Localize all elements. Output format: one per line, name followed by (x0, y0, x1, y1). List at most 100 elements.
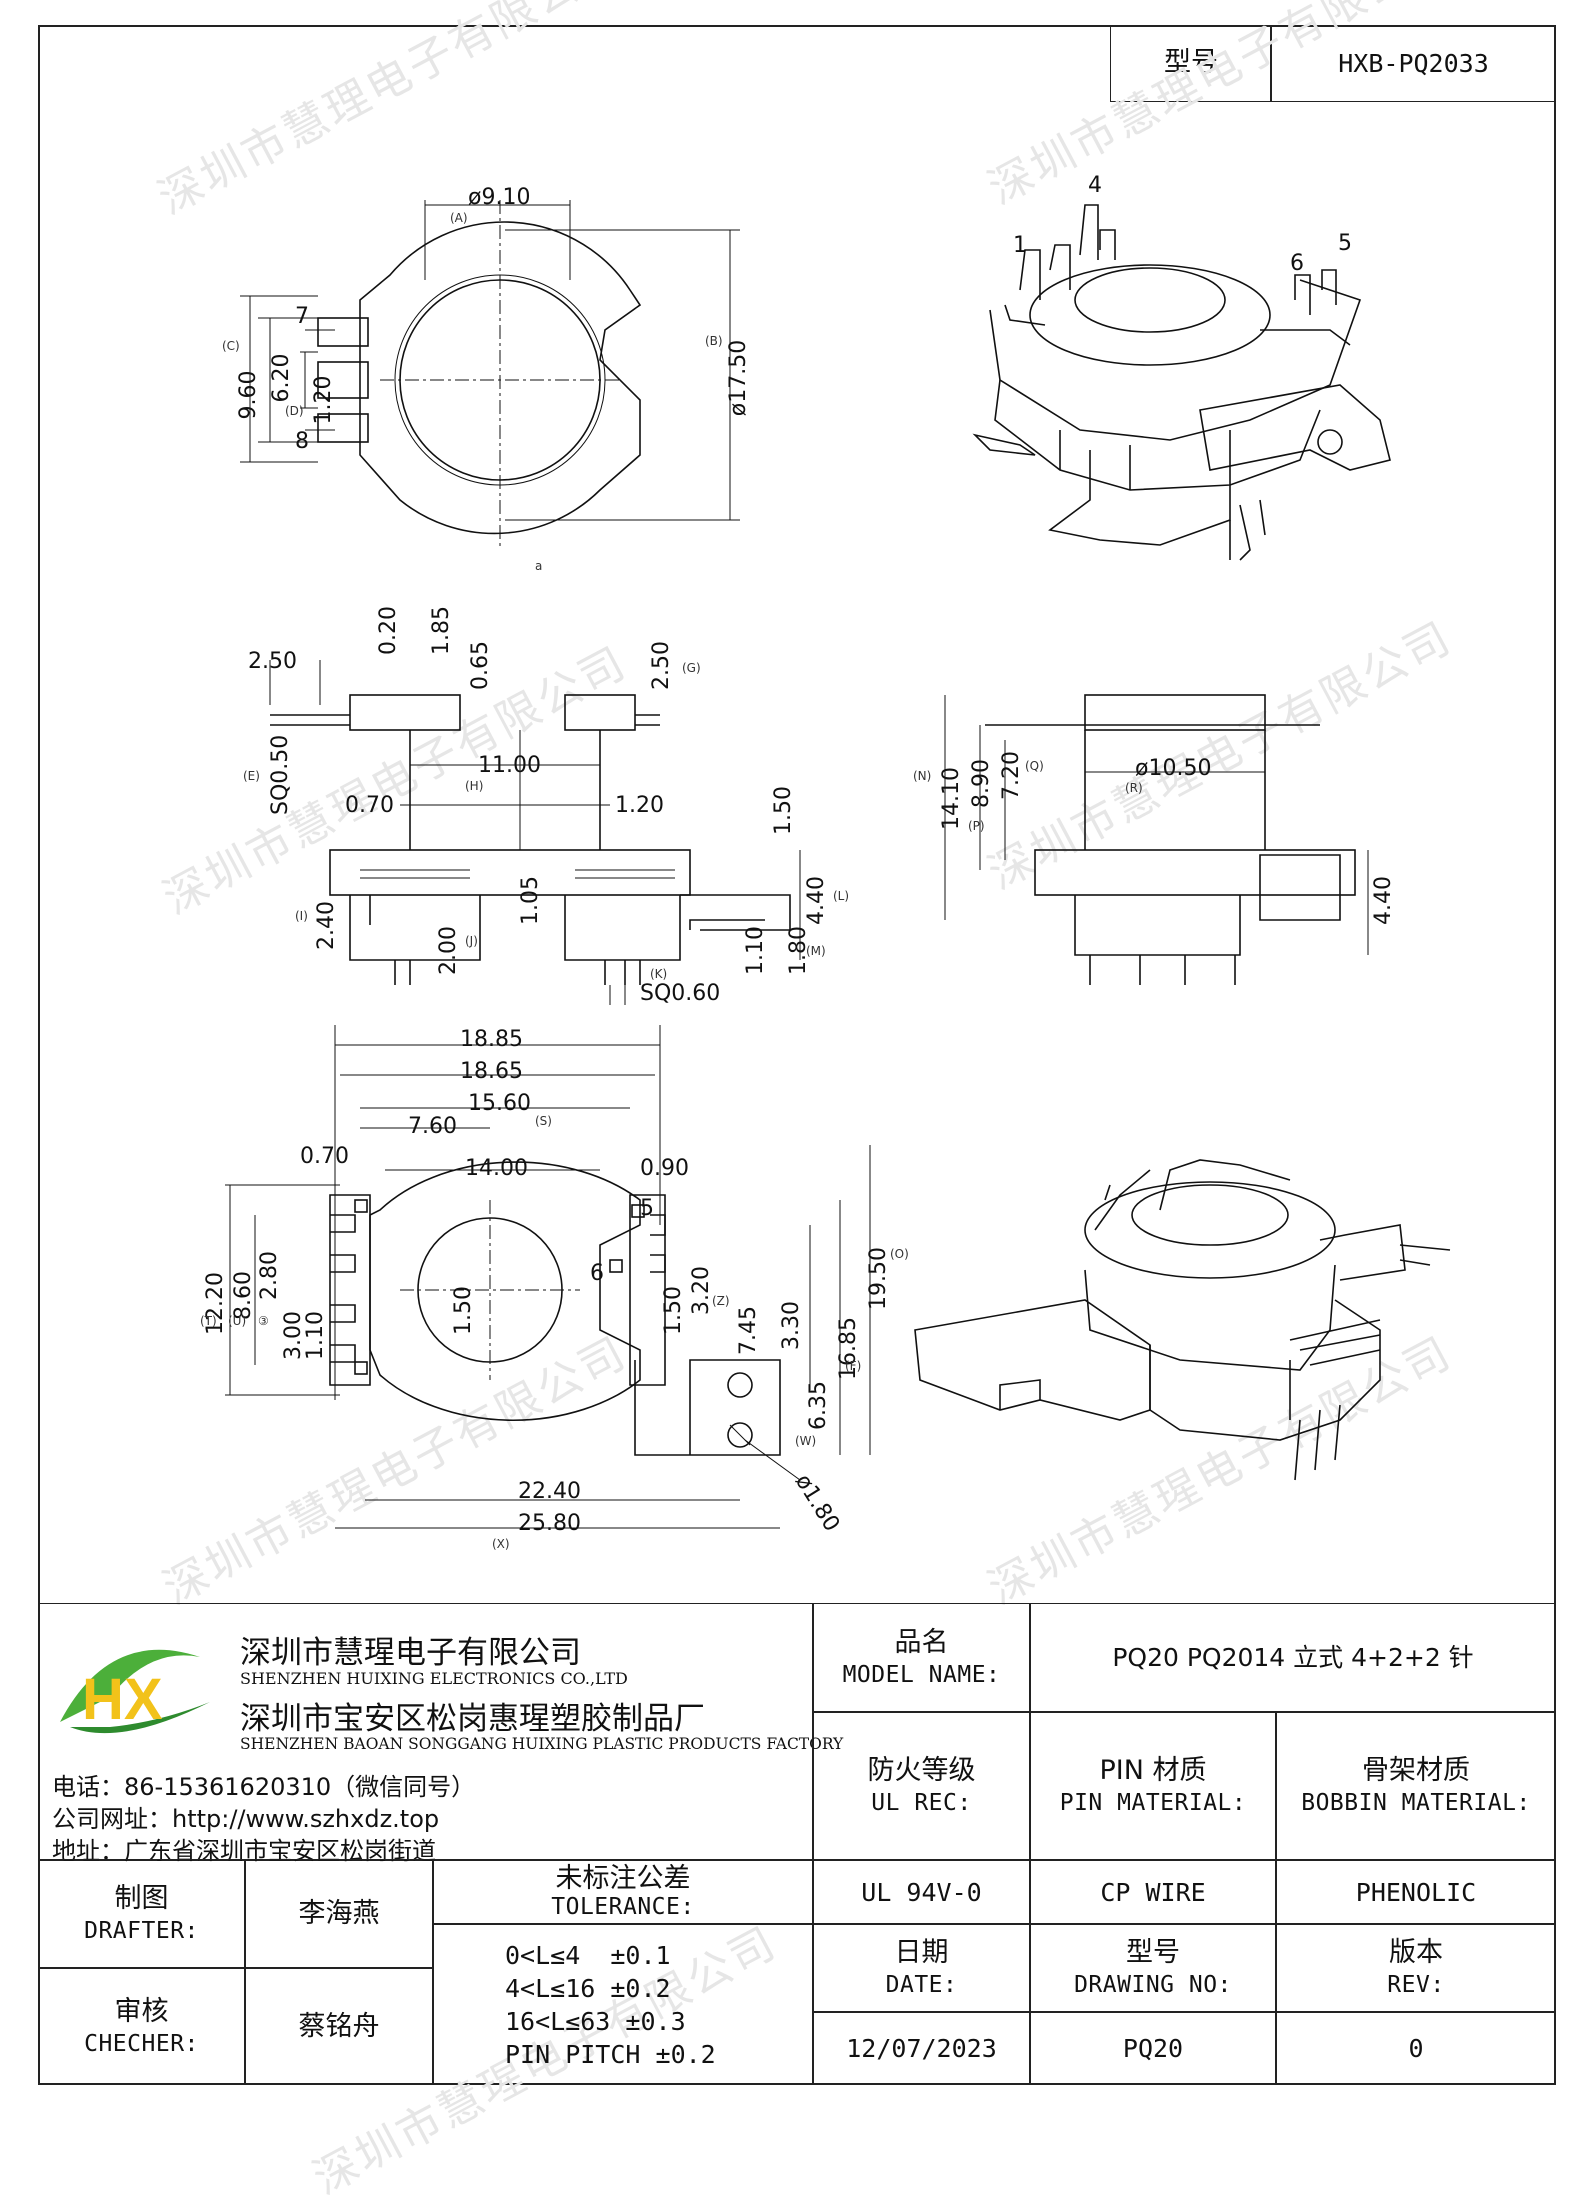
dim-label: 18.85 (460, 1027, 523, 1052)
company-name-cn: 深圳市慧瑆电子有限公司 (240, 1635, 581, 1671)
date-en: DATE: (885, 1972, 958, 1998)
drawing-no-cn: 型号 (1126, 1937, 1180, 1968)
dim-label: 3.20 (689, 1266, 714, 1315)
pin-label: 6 (1290, 251, 1304, 276)
dim-label: 22.40 (518, 1479, 581, 1504)
dim-label: 2.40 (314, 901, 339, 950)
drafter-name: 李海燕 (298, 1898, 380, 1929)
ref-label: (U) (228, 1314, 246, 1328)
tolerance-line: 0<L≤4 ±0.1 (505, 1940, 671, 1970)
dim-label: SQ0.60 (640, 981, 720, 1006)
logo-text: HX (82, 1667, 163, 1732)
tolerance-cn: 未标注公差 (555, 1863, 691, 1894)
pin-label: 7 (295, 304, 309, 329)
pin-label: 5 (1338, 231, 1352, 256)
ul-value: UL 94V-0 (861, 1877, 982, 1907)
pin-material-label: PIN 材质 PIN MATERIAL: (1029, 1711, 1277, 1861)
dim-label: 3.00 (281, 1311, 306, 1360)
dim-label: 1.10 (303, 1311, 328, 1360)
dim-label: 2.00 (436, 926, 461, 975)
pin-label: 4 (1088, 173, 1102, 198)
dim-label: 2.50 (248, 649, 297, 674)
dim-label: ø17.50 (726, 340, 751, 416)
ref-label: (R) (1125, 781, 1143, 795)
ref-label: (E) (243, 769, 260, 783)
technical-drawing: 9.60 6.20 1.20 7 8 (C) (D) ø9.10 (A) ø17… (200, 173, 1451, 1551)
dim-label: ø9.10 (468, 185, 530, 210)
ref-label: (P) (968, 819, 985, 833)
drafter-label: 制图 DRAFTER: (38, 1859, 246, 1969)
dim-label: 15.60 (468, 1091, 531, 1116)
bobbin-material-cn: 骨架材质 (1362, 1755, 1470, 1786)
dim-label: 19.50 (866, 1247, 891, 1310)
pin-material-value: CP WIRE (1100, 1877, 1206, 1907)
ref-label: (Q) (1025, 759, 1044, 773)
company-logo: HX (60, 1649, 210, 1734)
ref-label: (D) (285, 404, 304, 418)
dim-label: 1.50 (661, 1286, 686, 1335)
ref-label: (H) (465, 779, 483, 793)
company-name-en: SHENZHEN HUIXING ELECTRONICS CO.,LTD (240, 1669, 628, 1688)
company-block: HX 深圳市慧瑆电子有限公司 SHENZHEN HUIXING ELECTRON… (40, 1607, 843, 1865)
tolerance-values: 0<L≤4 ±0.1 4<L≤16 ±0.2 16<L≤63 ±0.3 PIN … (432, 1923, 814, 2085)
pin-label: 5 (640, 1196, 654, 1221)
tolerance-line: PIN PITCH ±0.2 (505, 2039, 716, 2069)
dim-label: 7.20 (999, 751, 1024, 800)
pin-label: 8 (295, 429, 309, 454)
rev-value: 0 (1408, 2034, 1424, 2063)
date-value-cell: 12/07/2023 (812, 2011, 1031, 2085)
model-name-value-cell: PQ20 PQ2014 立式 4+2+2 针 (1029, 1603, 1556, 1713)
bottom-view: 5 6 18.85 18.65 15.60 (S) 7.60 0.70 14.0… (200, 1025, 909, 1551)
dim-label: 3.30 (779, 1301, 804, 1350)
ref-label: (I) (295, 909, 308, 923)
checker-name: 蔡铭舟 (298, 2010, 380, 2042)
dim-label: SQ0.50 (268, 735, 293, 815)
type-label: 型号 (1164, 47, 1218, 78)
top-view: 9.60 6.20 1.20 7 8 (C) (D) ø9.10 (A) ø17… (222, 185, 751, 573)
rev-en: REV: (1387, 1972, 1445, 1998)
checker-label: 审核 CHECHER: (38, 1967, 246, 2085)
model-name-cn: 品名 (894, 1627, 949, 1658)
ref-label: (S) (535, 1114, 552, 1128)
ref-label: (T) (200, 1314, 217, 1328)
factory-name-cn: 深圳市宝安区松岗惠瑆塑胶制品厂 (240, 1701, 705, 1737)
ref-label: (L) (833, 889, 849, 903)
company-phone: 电话：86-15361620310（微信同号） (52, 1773, 476, 1801)
side-view: ø10.50 (R) 14.10 (N) 8.90 (P) 7.20 (Q) 4… (913, 694, 1396, 985)
ul-value-cell: UL 94V-0 (812, 1859, 1031, 1925)
ref-label: (M) (806, 944, 826, 958)
model-name-label: 品名 MODEL NAME: (812, 1603, 1031, 1713)
model-name-en: MODEL NAME: (842, 1662, 1001, 1688)
type-value-cell: HXB-PQ2033 (1270, 25, 1556, 102)
bobbin-material-value: PHENOLIC (1355, 1877, 1477, 1907)
checker-name-cell: 蔡铭舟 (244, 1967, 434, 2085)
tolerance-en: TOLERANCE: (551, 1894, 695, 1920)
company-website: 公司网址：http://www.szhxdz.top (52, 1805, 440, 1833)
drafter-en: DRAFTER: (84, 1918, 199, 1944)
dim-label: 0.20 (376, 606, 401, 655)
dim-label: 1.50 (771, 786, 796, 835)
date-cn: 日期 (894, 1937, 949, 1968)
dim-label: 1.20 (311, 376, 336, 425)
company-cell (38, 1603, 814, 1861)
drafter-cn: 制图 (114, 1883, 169, 1914)
dim-label: 1.05 (518, 876, 543, 925)
dim-label: 14.00 (465, 1156, 528, 1181)
iso-view-top: 1 4 6 5 (972, 173, 1391, 561)
ref-label: (G) (682, 661, 701, 675)
rev-value-cell: 0 (1275, 2011, 1556, 2085)
dim-label: 14.10 (939, 767, 964, 830)
dim-label: 18.65 (460, 1059, 523, 1084)
pin-material-value-cell: CP WIRE (1029, 1859, 1277, 1925)
ref-label: (O) (890, 1247, 909, 1261)
checker-cn: 审核 (114, 1995, 169, 2027)
model-name-value: PQ20 PQ2014 立式 4+2+2 针 (1112, 1643, 1474, 1672)
ref-label: (F) (845, 1359, 861, 1373)
ref-label: (C) (222, 339, 240, 353)
checker-en: CHECHER: (84, 2030, 199, 2057)
date-label: 日期 DATE: (812, 1923, 1031, 2013)
ref-label: a (535, 559, 542, 573)
pin-label: 6 (590, 1261, 604, 1286)
drawing-frame (38, 25, 1556, 2085)
dim-label: 8.60 (231, 1271, 256, 1320)
